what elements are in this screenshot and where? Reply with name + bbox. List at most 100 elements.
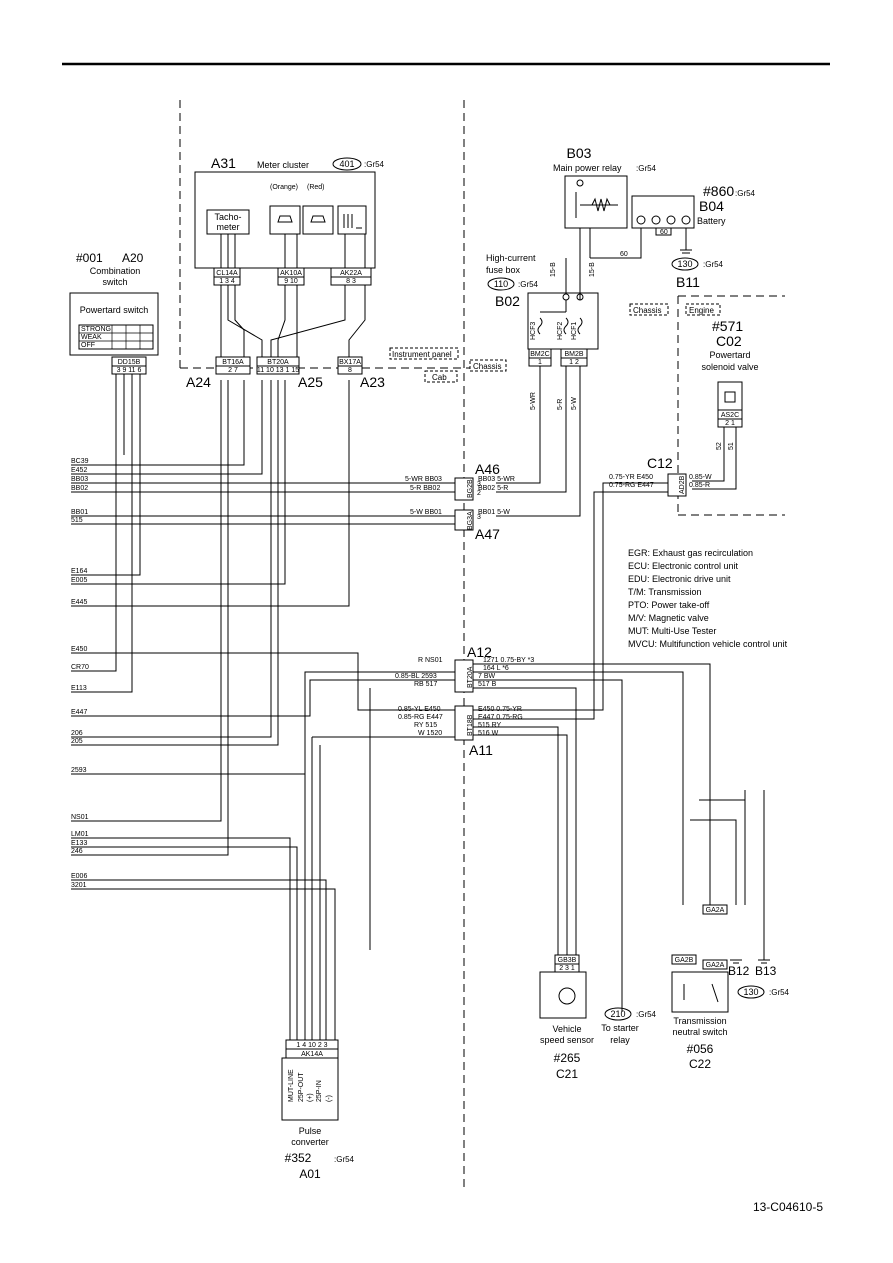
svg-text:BB02: BB02	[71, 485, 88, 492]
meter-id: A31	[211, 155, 236, 171]
svg-text:BT16A: BT16A	[222, 359, 244, 366]
svg-text:C12: C12	[647, 455, 673, 471]
svg-text:9 10: 9 10	[284, 278, 298, 285]
svg-text:60: 60	[620, 251, 628, 258]
svg-text::Gr54: :Gr54	[769, 988, 790, 997]
svg-text:1 2: 1 2	[569, 359, 579, 366]
svg-text:BG3A: BG3A	[467, 511, 474, 530]
svg-text::Gr54: :Gr54	[703, 260, 724, 269]
warning-lamp-orange-box	[269, 205, 301, 235]
meter-wires	[220, 234, 366, 357]
svg-text:BB01: BB01	[71, 509, 88, 516]
svg-text:515: 515	[71, 517, 83, 524]
svg-text:E133: E133	[71, 840, 87, 847]
svg-text:2 3 1: 2 3 1	[559, 965, 575, 972]
svg-text:CR70: CR70	[71, 664, 89, 671]
svg-text:0.85-R: 0.85-R	[689, 482, 710, 489]
svg-text:0.85-YL E450: 0.85-YL E450	[398, 706, 441, 713]
a24-label: A24	[186, 374, 211, 390]
svg-text:W 1520: W 1520	[418, 730, 442, 737]
svg-text:HCF2: HCF2	[557, 322, 564, 340]
battery: #860 :Gr54 B04 Battery 60 60 130 :Gr54 B…	[590, 183, 756, 290]
left-bus-wires	[71, 380, 455, 1040]
svg-text:15-B: 15-B	[589, 262, 596, 277]
svg-text:(-): (-)	[326, 1095, 333, 1102]
svg-text:GA2B: GA2B	[675, 957, 694, 964]
a23-label: A23	[360, 374, 385, 390]
svg-text:BX17A: BX17A	[339, 359, 361, 366]
svg-text:210: 210	[610, 1009, 625, 1019]
svg-text:#001: #001	[76, 251, 103, 265]
svg-text:B03: B03	[567, 145, 592, 161]
svg-text:#571: #571	[712, 318, 743, 334]
fuse-wires	[496, 230, 581, 517]
svg-text:5-W BB01: 5-W BB01	[410, 509, 442, 516]
meter-cluster: A31 Meter cluster 401 :Gr54 Tacho-meter …	[194, 155, 385, 286]
svg-text:60: 60	[660, 229, 668, 236]
left-wire-labels: BC39 E452 BB03 BB02 BB01 515 E164 E005 E…	[71, 458, 89, 889]
svg-text:B12: B12	[728, 964, 750, 978]
svg-text:GB3B: GB3B	[558, 957, 577, 964]
svg-text:M/V: Magnetic valve: M/V: Magnetic valve	[628, 613, 709, 623]
svg-text:A12: A12	[467, 644, 492, 660]
svg-text:Cab: Cab	[432, 373, 447, 382]
svg-text:B11: B11	[676, 274, 700, 290]
svg-text:B04: B04	[699, 198, 724, 214]
svg-text::Gr54: :Gr54	[334, 1155, 355, 1164]
svg-text:A11: A11	[469, 742, 493, 758]
svg-text:130: 130	[677, 259, 692, 269]
svg-text:AK10A: AK10A	[280, 270, 302, 277]
svg-text:3 9 11 6: 3 9 11 6	[117, 367, 142, 374]
svg-text:GA2A: GA2A	[706, 962, 725, 969]
pulse-converter: 1 4 10 2 3 AK14A MUT-LINE 25P-OUT (+) 25…	[281, 1039, 355, 1181]
doc-code: 13-C04610-5	[753, 1200, 823, 1214]
svg-text:A20: A20	[122, 251, 144, 265]
svg-text:0.85-RG E447: 0.85-RG E447	[398, 714, 443, 721]
svg-text:Chassis: Chassis	[633, 306, 661, 315]
svg-text:#056: #056	[687, 1042, 714, 1056]
svg-text:1 4 10 2 3: 1 4 10 2 3	[296, 1042, 327, 1049]
svg-text:5-WR: 5-WR	[530, 392, 537, 410]
svg-text:8 3: 8 3	[346, 278, 356, 285]
svg-text:E113: E113	[71, 685, 87, 692]
svg-text:BG2B: BG2B	[467, 479, 474, 498]
svg-text:5-W: 5-W	[571, 397, 578, 410]
svg-text:E005: E005	[71, 577, 87, 584]
svg-text:C02: C02	[716, 333, 742, 349]
svg-text:T/M: Transmission: T/M: Transmission	[628, 587, 702, 597]
warning-lamp-red-box	[302, 205, 334, 235]
svg-text:AS2C: AS2C	[721, 412, 739, 419]
grounds: B12 B13 130 :Gr54	[728, 959, 790, 999]
svg-text:#352: #352	[285, 1151, 312, 1165]
svg-text:0.85-BL 2593: 0.85-BL 2593	[395, 673, 437, 680]
orange-label: (Orange)	[270, 184, 298, 191]
right-side-wires	[473, 482, 765, 1012]
svg-text:MVCU: Multifunction vehicle co: MVCU: Multifunction vehicle control unit	[628, 639, 788, 649]
svg-text:#265: #265	[554, 1051, 581, 1065]
svg-text:Instrument panel: Instrument panel	[392, 350, 452, 359]
svg-text:E164: E164	[71, 568, 87, 575]
svg-text:PTO: Power take-off: PTO: Power take-off	[628, 600, 710, 610]
svg-text:MUT: Multi-Use Tester: MUT: Multi-Use Tester	[628, 626, 716, 636]
svg-text:MUT-LINE: MUT-LINE	[288, 1069, 295, 1102]
joint-connectors: A46 BG2B 3 2 A47 BG3A 3 C12 AD2B A12 BT2…	[454, 455, 687, 758]
svg-text:E447: E447	[71, 709, 87, 716]
svg-text:52: 52	[716, 442, 723, 450]
boundary-labels: Instrument panel Chassis Cab Chassis Eng…	[389, 303, 721, 383]
svg-text:STRONG: STRONG	[81, 326, 111, 333]
svg-text:E450: E450	[71, 646, 87, 653]
svg-text:BM2B: BM2B	[564, 351, 583, 358]
svg-text:Engine: Engine	[689, 306, 714, 315]
joint-wire-labels: 5-WR BB03 5-R BB02 5-W BB01 BB03 5-WR BB…	[395, 474, 712, 737]
engine-warning-red-icon	[310, 215, 326, 223]
svg-text:1271 0.75-BY *3: 1271 0.75-BY *3	[483, 657, 534, 664]
svg-text:E006: E006	[71, 873, 87, 880]
svg-text:Battery: Battery	[697, 216, 726, 226]
svg-text:#860: #860	[703, 183, 734, 199]
svg-text:BB02 5-R: BB02 5-R	[478, 485, 508, 492]
meter-ref-oval	[332, 157, 362, 171]
